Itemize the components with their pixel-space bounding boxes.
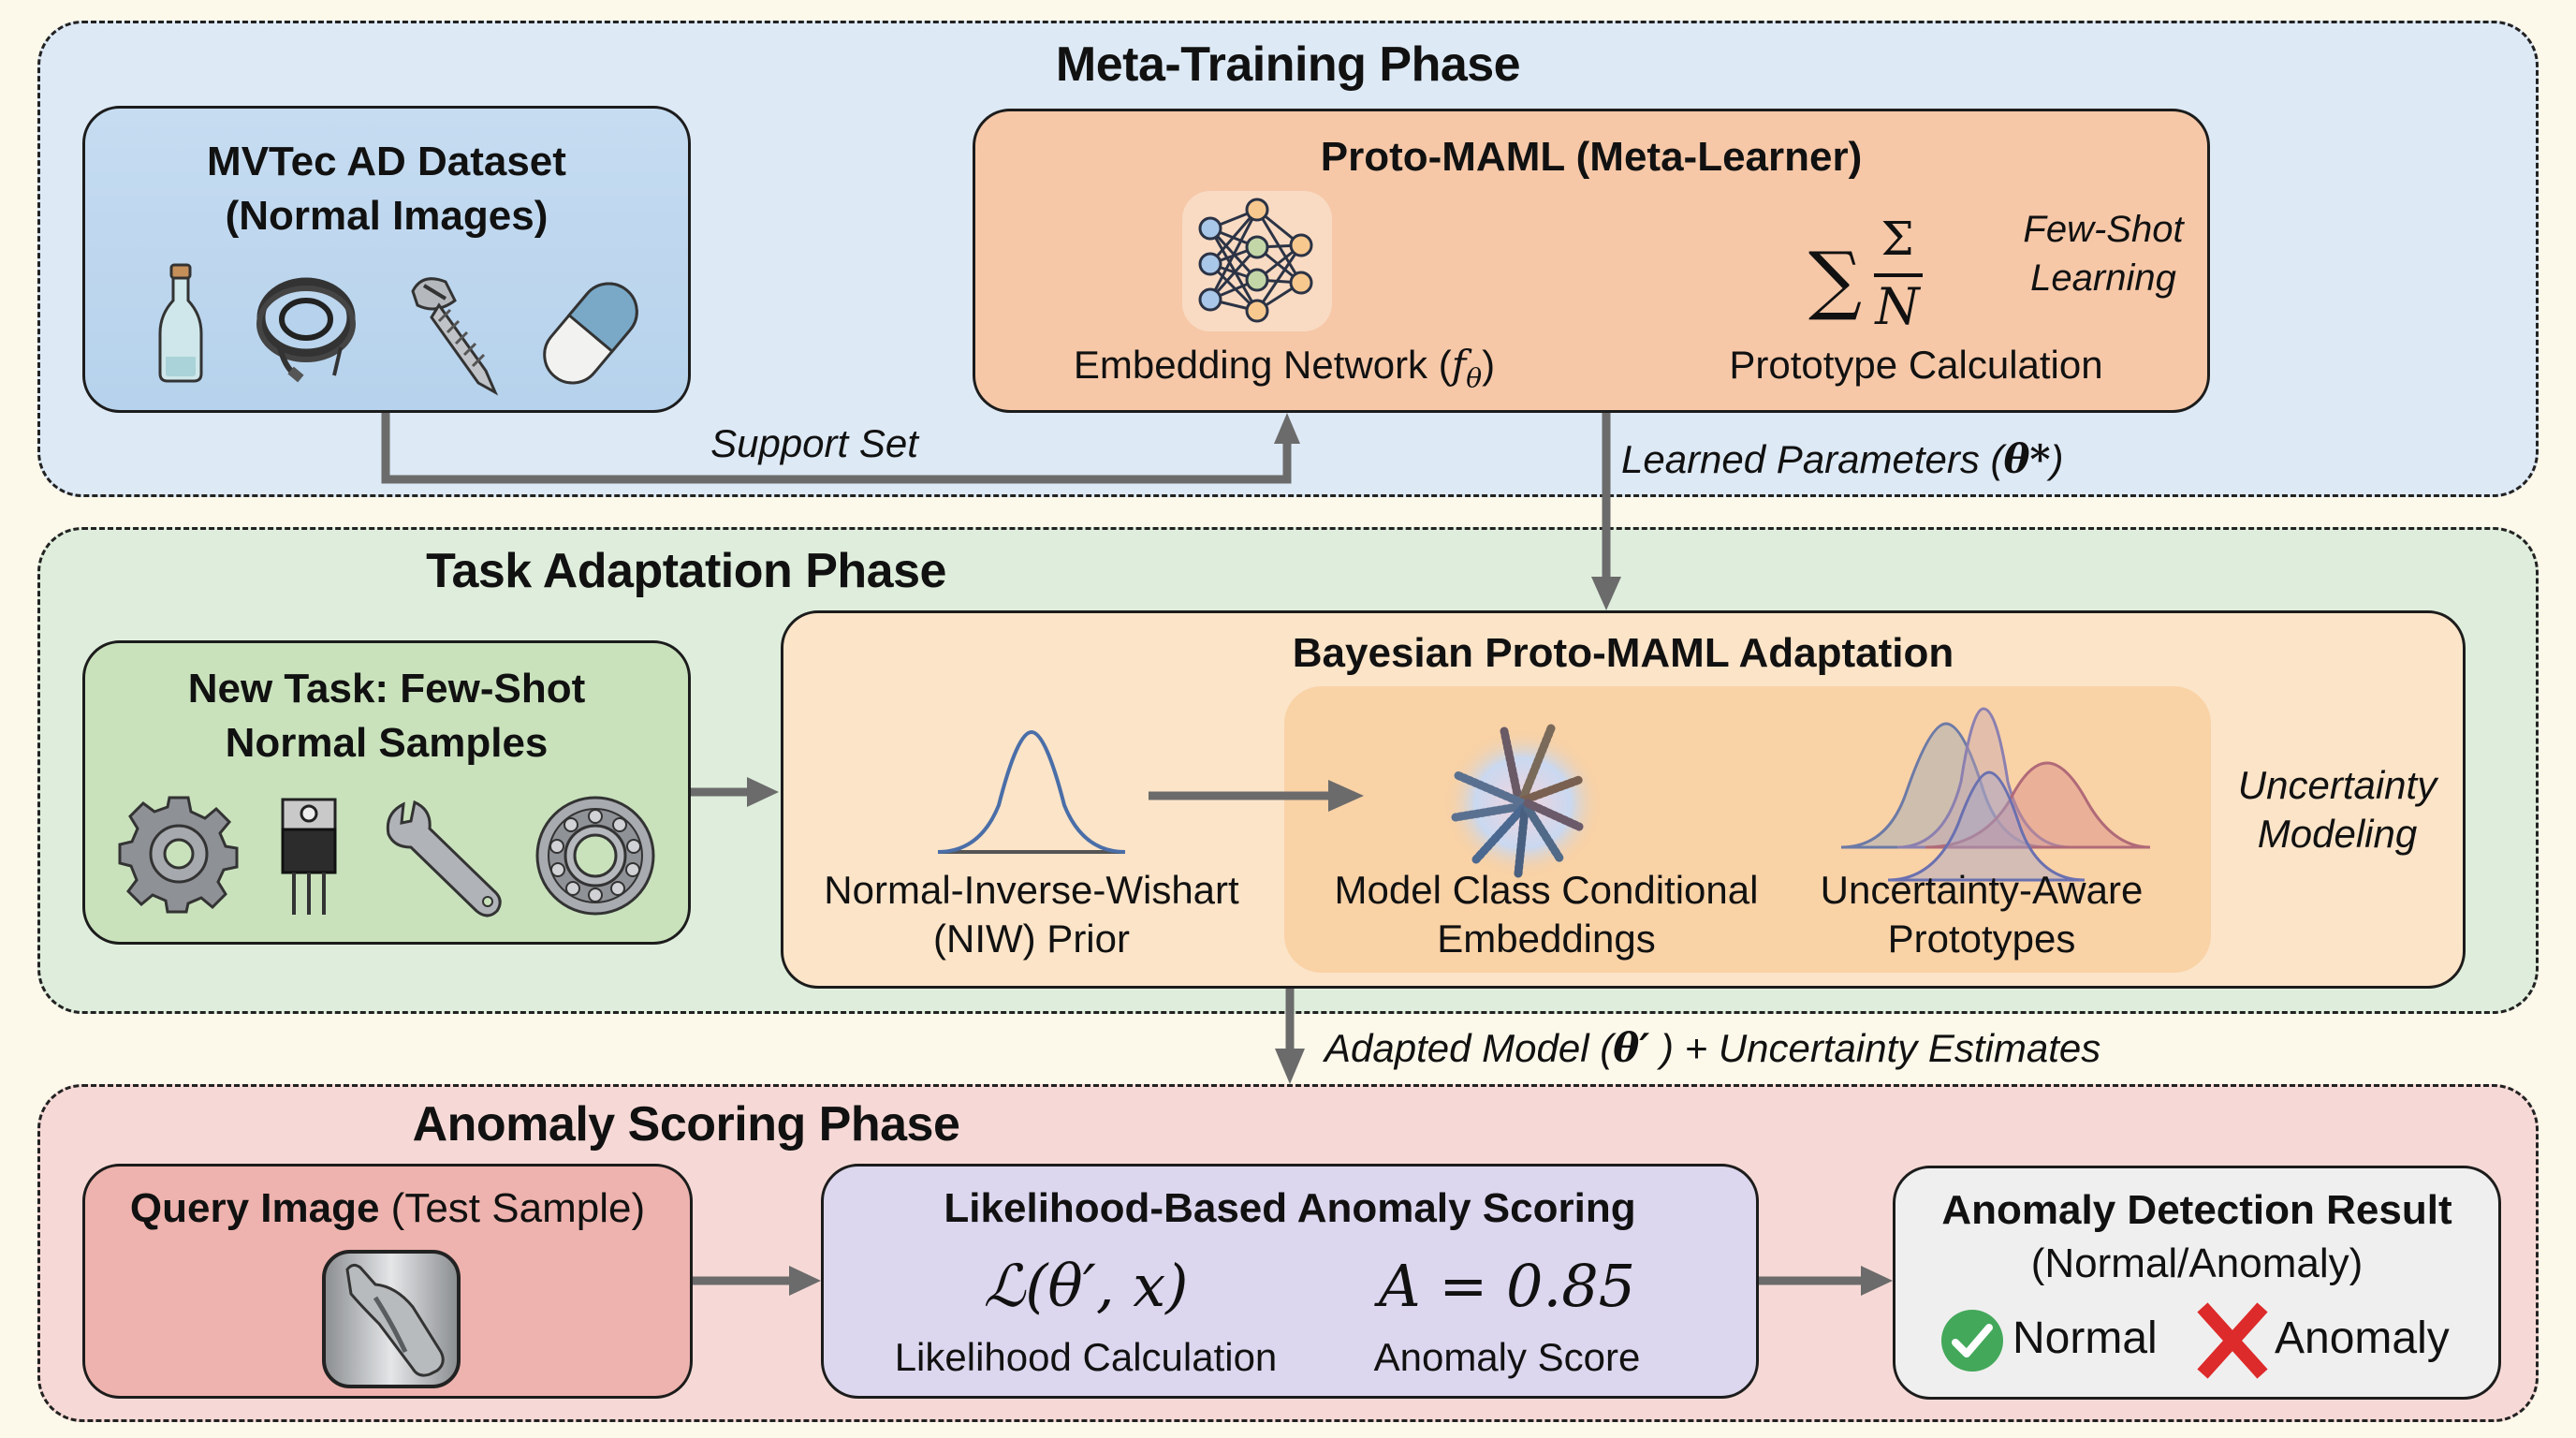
few-shot-learning-label: Few-Shot Learning bbox=[2023, 209, 2184, 299]
class-embeddings-scatter-icon bbox=[1443, 724, 1603, 878]
transistor-icon bbox=[281, 798, 337, 915]
query-bottle-image-icon bbox=[322, 1250, 461, 1388]
query-image-box: Query Image (Test Sample) bbox=[82, 1164, 693, 1399]
adapted-model-label: Adapted Model (θ′ ) + Uncertainty Estima… bbox=[1325, 1025, 2101, 1071]
bottle-icon bbox=[158, 263, 203, 383]
anomaly-score-formula: A = 0.85 bbox=[1378, 1252, 1636, 1320]
bayesian-proto-maml-box: Bayesian Proto-MAML Adaptation Normal-In… bbox=[781, 610, 2466, 989]
support-set-label: Support Set bbox=[710, 421, 918, 465]
new-task-title-line1: New Task: Few-Shot bbox=[187, 666, 586, 712]
meta-training-title: Meta-Training Phase bbox=[1055, 37, 1521, 92]
anomaly-score-label: Anomaly Score bbox=[1373, 1335, 1641, 1379]
niw-prior-label: Normal-Inverse-Wishart (NIW) Prior bbox=[824, 868, 1239, 961]
detection-result-box: Anomaly Detection Result (Normal/Anomaly… bbox=[1893, 1166, 2501, 1400]
bearing-icon bbox=[535, 796, 655, 916]
prototype-calculation-label: Prototype Calculation bbox=[1729, 343, 2103, 387]
inner-embedding-region bbox=[1284, 686, 2211, 973]
dataset-title-line1: MVTec AD Dataset bbox=[207, 139, 566, 184]
gear-icon bbox=[118, 796, 239, 914]
result-subtitle: (Normal/Anomaly) bbox=[2030, 1240, 2364, 1286]
bayesian-title: Bayesian Proto-MAML Adaptation bbox=[1292, 630, 1954, 676]
anomaly-cross-icon bbox=[2197, 1302, 2268, 1379]
new-task-box: New Task: Few-Shot Normal Samples bbox=[82, 640, 691, 945]
uncertainty-prototypes-curves-icon bbox=[1840, 707, 2151, 882]
normal-label: Normal bbox=[2012, 1313, 2158, 1363]
result-title: Anomaly Detection Result bbox=[1941, 1187, 2452, 1233]
prior-to-embeddings-arrow bbox=[1149, 780, 1364, 812]
niw-prior-curve-icon bbox=[937, 729, 1126, 854]
neural-network-icon bbox=[1182, 191, 1332, 331]
query-title: Query Image (Test Sample) bbox=[129, 1185, 646, 1231]
wrench-icon bbox=[386, 800, 502, 917]
dataset-title-line2: (Normal Images) bbox=[225, 193, 549, 239]
proto-maml-meta-learner-box: Proto-MAML (Meta-Learner) Embedding Netw… bbox=[973, 109, 2210, 413]
likelihood-scoring-box: Likelihood-Based Anomaly Scoring ℒ(θ′, x… bbox=[821, 1164, 1759, 1399]
prototype-formula: ∑ Σ N bbox=[1808, 212, 1977, 336]
uncertainty-modeling-label: Uncertainty Modeling bbox=[2237, 763, 2437, 856]
uncertainty-aware-prototypes-label: Uncertainty-Aware Prototypes bbox=[1820, 868, 2144, 961]
meta-learner-title: Proto-MAML (Meta-Learner) bbox=[1320, 134, 1863, 180]
capsule-icon bbox=[543, 282, 638, 385]
likelihood-formula: ℒ(θ′, x) bbox=[983, 1252, 1189, 1320]
normal-check-icon bbox=[1941, 1310, 2003, 1372]
likelihood-calculation-label: Likelihood Calculation bbox=[894, 1335, 1278, 1379]
new-task-title-line2: Normal Samples bbox=[225, 720, 549, 766]
learned-parameters-label: Learned Parameters (θ*) bbox=[1621, 436, 2064, 482]
likelihood-title: Likelihood-Based Anomaly Scoring bbox=[944, 1185, 1636, 1231]
mvtec-dataset-box: MVTec AD Dataset (Normal Images) bbox=[82, 106, 691, 413]
screw-icon bbox=[411, 277, 499, 396]
class-conditional-embeddings-label: Model Class Conditional Embeddings bbox=[1334, 868, 1759, 961]
anomaly-label: Anomaly bbox=[2275, 1313, 2450, 1363]
cable-icon bbox=[256, 277, 356, 383]
embedding-network-label: Embedding Network (fθ) bbox=[1073, 342, 1496, 394]
